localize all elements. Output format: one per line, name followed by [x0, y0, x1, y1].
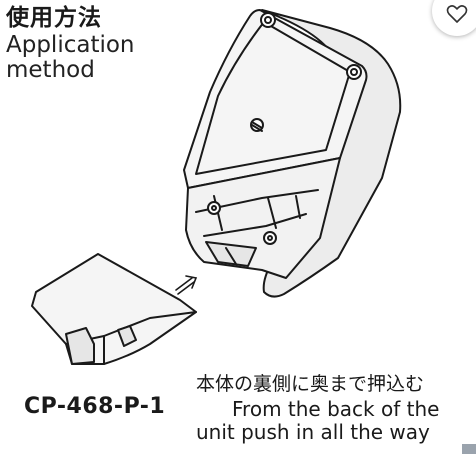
instruction-english-line1: From the back of the	[232, 397, 440, 421]
screw-hole-right	[346, 64, 362, 80]
page-title-english-line2: method	[6, 57, 95, 83]
instruction-english-line2: unit push in all the way	[196, 420, 430, 444]
insert-tab	[65, 327, 95, 365]
insert-piece	[31, 253, 197, 365]
expand-corner-icon[interactable]	[462, 444, 476, 454]
double-arrow-icon	[175, 275, 198, 295]
part-number-label: CP-468-P-1	[24, 394, 166, 419]
page-title-english: Application method	[6, 33, 135, 83]
instruction-japanese: 本体の裏側に奥まで押込む	[196, 373, 425, 395]
dispenser-inner-recess	[195, 21, 351, 175]
heart-icon	[446, 5, 468, 23]
page-title-english-line1: Application	[6, 32, 135, 58]
screw-hole-top	[260, 12, 276, 28]
page-title-japanese: 使用方法	[6, 5, 102, 31]
